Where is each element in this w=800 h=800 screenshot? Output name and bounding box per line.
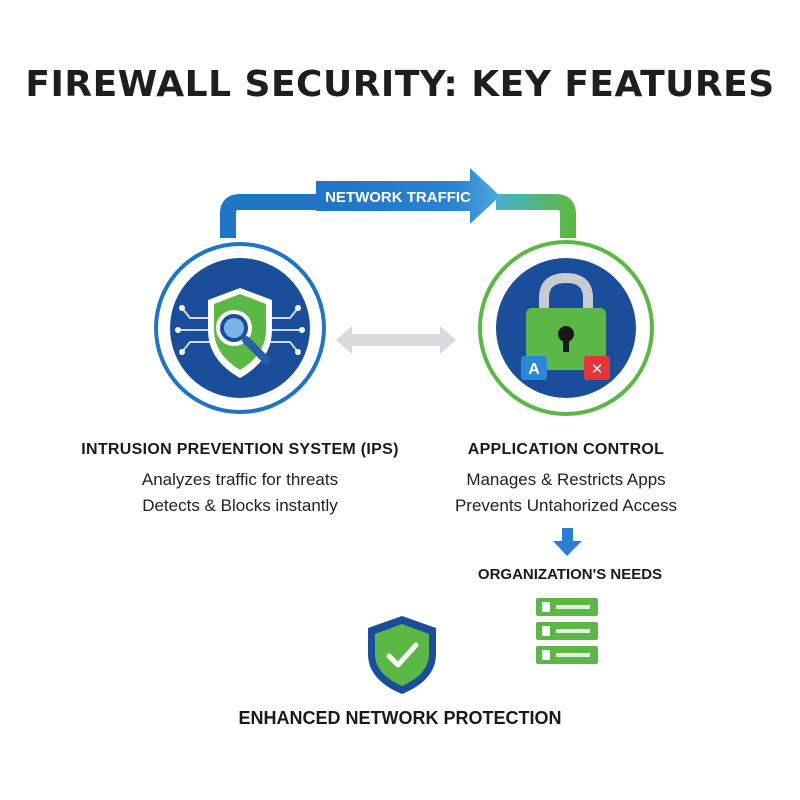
svg-text:A: A bbox=[528, 361, 540, 378]
organization-needs-label: ORGANIZATION'S NEEDS bbox=[477, 566, 663, 583]
app-control-line-1: Manages & Restricts Apps bbox=[466, 470, 666, 489]
network-traffic-flow: NETWORK TRAFFIC bbox=[220, 168, 576, 238]
shield-magnifier-icon bbox=[175, 288, 305, 378]
enhanced-protection-label: ENHANCED NETWORK PROTECTION bbox=[238, 708, 562, 728]
ips-description: Analyzes traffic for threats Detects & B… bbox=[60, 467, 420, 519]
padlock-icon bbox=[526, 272, 606, 370]
ips-title: INTRUSION PREVENTION SYSTEM (IPS) bbox=[81, 441, 399, 458]
allow-badge: A bbox=[521, 356, 547, 380]
page-title: FIREWALL SECURITY: KEY FEATURES bbox=[25, 64, 775, 105]
down-arrow-icon bbox=[553, 528, 582, 556]
shield-check-icon bbox=[368, 616, 436, 694]
app-control-line-2: Prevents Untahorized Access bbox=[454, 496, 678, 515]
ips-node bbox=[154, 242, 326, 414]
bidirectional-arrow bbox=[336, 326, 456, 354]
flow-arm-left bbox=[220, 194, 316, 238]
application-control-node: A ✕ bbox=[478, 240, 654, 416]
app-control-title: APPLICATION CONTROL bbox=[467, 441, 665, 458]
flow-arm-right bbox=[496, 194, 576, 238]
ips-line-2: Detects & Blocks instantly bbox=[142, 496, 338, 515]
flow-label: NETWORK TRAFFIC bbox=[325, 189, 471, 206]
server-stack-icon bbox=[536, 598, 598, 664]
deny-badge: ✕ bbox=[584, 356, 610, 380]
svg-text:✕: ✕ bbox=[591, 360, 604, 378]
flow-arrow-banner bbox=[316, 168, 500, 224]
ips-line-1: Analyzes traffic for threats bbox=[141, 470, 339, 489]
app-control-description: Manages & Restricts Apps Prevents Untaho… bbox=[386, 467, 746, 519]
